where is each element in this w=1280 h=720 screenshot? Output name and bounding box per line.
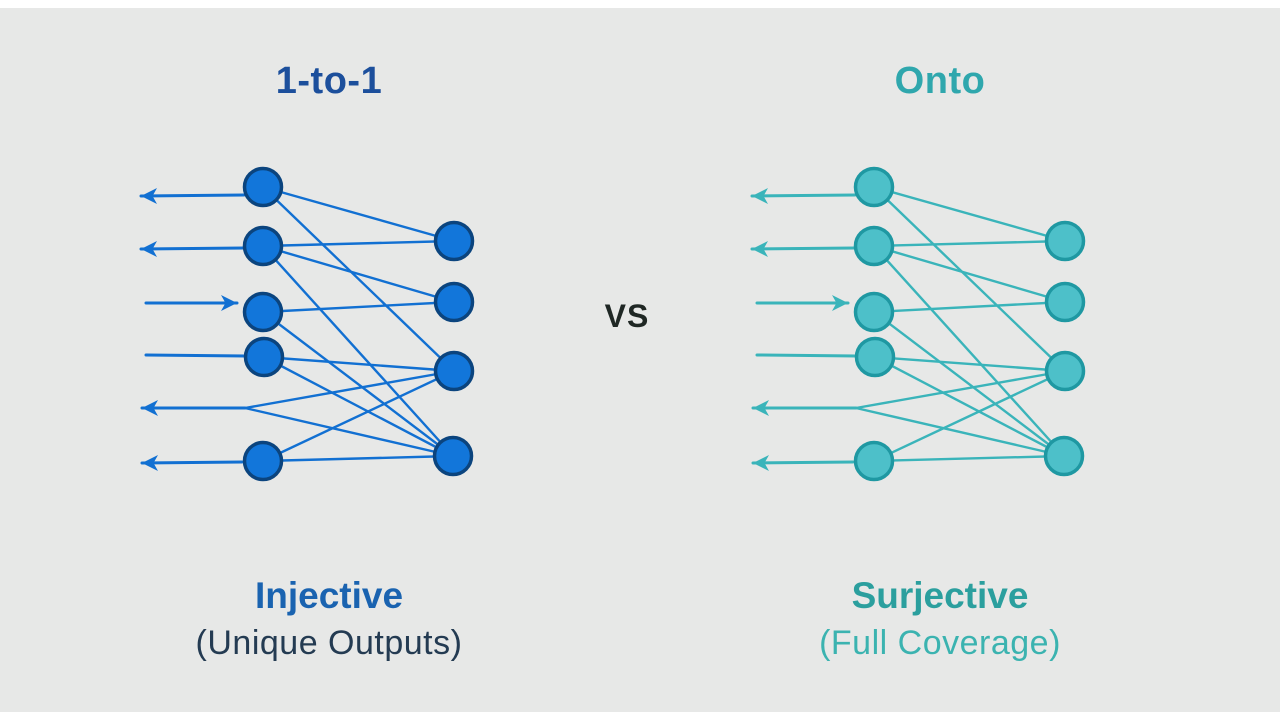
edge-line xyxy=(261,310,455,458)
arrowhead-icon xyxy=(142,400,158,416)
surjective-diagram xyxy=(750,166,1086,482)
edge-line xyxy=(872,239,1067,248)
bottom-letterbox xyxy=(0,712,1280,720)
edge-line xyxy=(261,239,456,248)
edge-line xyxy=(872,454,1066,463)
arrowhead-icon xyxy=(753,400,769,416)
codomain-node xyxy=(432,435,474,477)
arrowhead-icon xyxy=(753,455,769,471)
io-arrow-line xyxy=(755,353,859,358)
edge-line xyxy=(261,454,455,463)
codomain-node xyxy=(433,220,475,262)
injective-label: Injective xyxy=(254,575,404,616)
arrowhead-icon xyxy=(141,188,157,204)
edge-line xyxy=(262,355,455,458)
edge-line xyxy=(873,355,1066,458)
io-arrow-line xyxy=(751,460,855,465)
io-arrow-line xyxy=(140,460,244,465)
edge-line xyxy=(261,300,456,314)
arrowhead-icon xyxy=(142,455,158,471)
arrowhead-icon xyxy=(141,241,157,257)
io-arrow-line xyxy=(139,193,246,198)
io-arrow-line xyxy=(144,353,248,358)
domain-node xyxy=(853,166,895,208)
io-arrow-line xyxy=(750,193,857,198)
edge-line xyxy=(854,369,1067,410)
edge-line xyxy=(261,185,456,373)
edge-line xyxy=(872,369,1067,463)
codomain-node xyxy=(1043,435,1085,477)
surjective-title: Onto xyxy=(894,60,986,102)
edge-line xyxy=(854,406,1066,458)
edge-line xyxy=(261,244,455,458)
injective-diagram xyxy=(139,166,475,482)
edge-line xyxy=(262,355,456,373)
edge-line xyxy=(872,244,1066,458)
codomain-node xyxy=(433,350,475,392)
edge-line xyxy=(872,310,1066,458)
codomain-node xyxy=(433,281,475,323)
domain-node xyxy=(853,291,895,333)
arrowhead-icon xyxy=(832,295,848,311)
edge-line xyxy=(872,300,1067,314)
edge-line xyxy=(243,369,456,410)
edge-line xyxy=(261,369,456,463)
codomain-node xyxy=(1044,220,1086,262)
io-arrow-line xyxy=(139,246,246,251)
top-letterbox xyxy=(0,0,1280,8)
domain-node xyxy=(854,336,896,378)
edge-line xyxy=(261,185,456,243)
edge-line xyxy=(261,244,456,304)
io-arrow-line xyxy=(750,246,857,251)
edge-line xyxy=(243,406,455,458)
domain-node xyxy=(242,225,284,267)
domain-node xyxy=(242,440,284,482)
vs-label: VS xyxy=(604,298,650,334)
arrowhead-icon xyxy=(752,188,768,204)
arrowhead-icon xyxy=(221,295,237,311)
domain-node xyxy=(243,336,285,378)
edge-line xyxy=(873,355,1067,373)
codomain-node xyxy=(1044,350,1086,392)
surjective-sublabel: (Full Coverage) xyxy=(819,624,1061,662)
domain-node xyxy=(242,166,284,208)
edge-line xyxy=(872,244,1067,304)
domain-node xyxy=(853,225,895,267)
domain-node xyxy=(853,440,895,482)
codomain-node xyxy=(1044,281,1086,323)
domain-node xyxy=(242,291,284,333)
edge-line xyxy=(872,185,1067,243)
arrowhead-icon xyxy=(752,241,768,257)
injective-title: 1-to-1 xyxy=(275,60,383,102)
injective-sublabel: (Unique Outputs) xyxy=(195,624,463,662)
surjective-label: Surjective xyxy=(851,575,1029,616)
edge-line xyxy=(872,185,1067,373)
